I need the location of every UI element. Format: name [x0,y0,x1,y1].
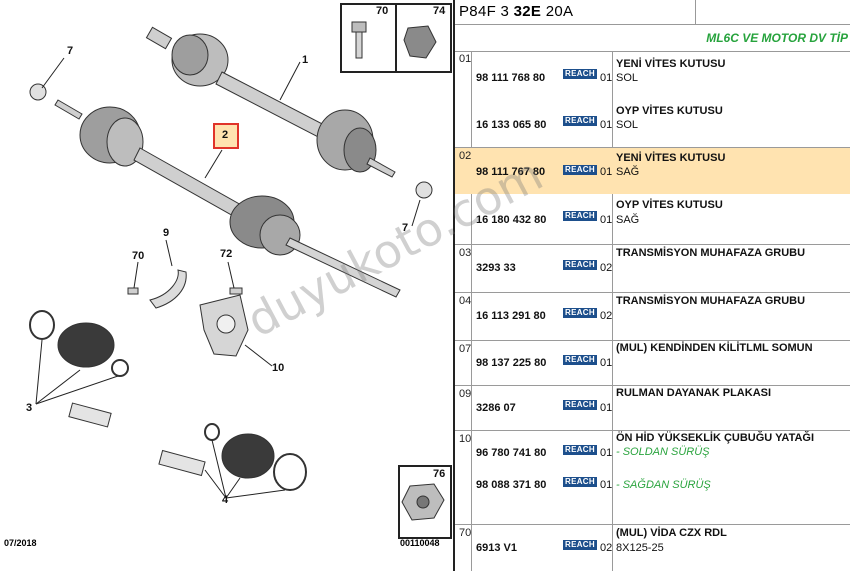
group-number: 04 [459,295,472,307]
reach-badge: REACH [563,477,597,487]
quantity: 01 [600,479,613,491]
label-3: 3 [26,402,33,414]
bolt-70 [127,287,139,295]
description-sub: SOL [616,72,639,84]
label-2: 2 [222,129,229,141]
quantity: 01 [600,214,613,226]
group-04[interactable]: 04 16 113 291 80 REACH 02 TRANSMİSYON MU… [455,293,850,341]
group-09[interactable]: 09 3286 07 REACH 01 RULMAN DAYANAK PLAKA… [455,386,850,431]
description-sub: SAĞ [616,166,640,178]
group-10[interactable]: 10 96 780 741 80 REACH 01 ÖN HİD YÜKSEKL… [455,431,850,525]
model-code: P84F 3 32E 20A [459,3,574,20]
group-02[interactable]: 02 98 111 767 80 REACH 01 YENİ VİTES KUT… [455,148,850,245]
quantity: 02 [600,310,613,322]
quantity: 02 [600,542,613,554]
description: ÖN HİD YÜKSEKLİK ÇUBUĞU YATAĞI [616,432,815,444]
diagram-date: 07/2018 [4,538,37,548]
description-sub: SOL [616,119,639,131]
quantity: 02 [600,262,613,274]
label-7-top: 7 [67,45,74,57]
label-76-box: 76 [433,468,446,480]
part-number[interactable]: 6913 V1 [476,542,517,554]
leader-lines [35,57,421,499]
description: (MUL) KENDİNDEN KİLİTLML SOMUN [616,342,813,354]
part-number[interactable]: 98 088 371 80 [476,479,547,491]
motor-filter: ML6C VE MOTOR DV TİP [455,24,850,52]
label-10: 10 [272,362,285,374]
part-number[interactable]: 98 137 225 80 [476,357,547,369]
boot-kit-3 [29,310,129,428]
bolt-72 [229,287,243,295]
reach-badge: REACH [563,445,597,455]
quantity: 01 [600,447,613,459]
part-number[interactable]: 16 113 291 80 [476,310,546,322]
reach-badge: REACH [563,69,597,79]
label-4: 4 [222,494,229,506]
description-sub: 8X125-25 [616,542,664,554]
part-number[interactable]: 16 133 065 80 [476,119,547,131]
label-1: 1 [302,54,309,66]
selected-row-highlight [455,148,850,194]
description: (MUL) VİDA CZX RDL [616,527,727,539]
parts-list-panel: P84F 3 32E 20A ML6C VE MOTOR DV TİP 01 9… [453,0,850,571]
part-number[interactable]: 3286 07 [476,402,516,414]
label-70-box: 70 [376,5,389,17]
diagram-drawing [29,3,452,539]
panel-header: P84F 3 32E 20A [455,0,850,25]
group-number: 70 [459,527,472,539]
drive-shaft-1 [145,26,433,199]
motor-label: ML6C VE MOTOR DV TİP [706,31,848,45]
highlight-box-2 [213,123,239,149]
description-sub: - SAĞDAN SÜRÜŞ [616,479,711,491]
description-sub: - SOLDAN SÜRÜŞ [616,446,710,458]
boot-kit-4 [158,423,307,491]
reach-badge: REACH [563,260,597,270]
group-number: 07 [459,343,472,355]
description: RULMAN DAYANAK PLAKASI [616,387,772,399]
label-72: 72 [220,248,233,260]
drive-shaft-2 [29,83,401,298]
description: OYP VİTES KUTUSU [616,199,723,211]
quantity: 01 [600,72,613,84]
label-7-right: 7 [402,222,409,234]
label-9: 9 [163,227,170,239]
diagram-ref: 00110048 [400,538,440,548]
group-03[interactable]: 03 3293 33 REACH 02 TRANSMİSYON MUHAFAZA… [455,245,850,293]
group-number: 10 [459,433,472,445]
quantity: 01 [600,166,613,178]
group-number: 02 [459,150,472,162]
description: TRANSMİSYON MUHAFAZA GRUBU [616,247,806,259]
group-number: 01 [459,53,472,65]
description: YENİ VİTES KUTUSU [616,58,726,70]
description: YENİ VİTES KUTUSU [616,152,726,164]
group-number: 09 [459,388,472,400]
reach-badge: REACH [563,308,597,318]
quantity: 01 [600,357,613,369]
reach-badge: REACH [563,211,597,221]
part-number[interactable]: 16 180 432 80 [476,214,547,226]
reach-badge: REACH [563,116,597,126]
group-number: 03 [459,247,472,259]
group-07[interactable]: 07 98 137 225 80 REACH 01 (MUL) KENDİNDE… [455,341,850,386]
parts-diagram: 7 1 2 7 9 70 72 10 3 4 70 74 76 07/2018 … [4,3,452,548]
bearing-10 [199,294,249,357]
label-70: 70 [132,250,145,262]
bracket-9 [149,269,187,309]
part-number[interactable]: 3293 33 [476,262,516,274]
quantity: 01 [600,119,613,131]
group-01[interactable]: 01 98 111 768 80 REACH 01 YENİ VİTES KUT… [455,51,850,148]
label-74-box: 74 [433,5,446,17]
part-number[interactable]: 98 111 767 80 [476,166,546,178]
reach-badge: REACH [563,355,597,365]
reach-badge: REACH [563,540,597,550]
part-number[interactable]: 96 780 741 80 [476,447,547,459]
reach-badge: REACH [563,165,597,175]
description: OYP VİTES KUTUSU [616,105,723,117]
description-sub: SAĞ [616,214,640,226]
part-number[interactable]: 98 111 768 80 [476,72,546,84]
group-70[interactable]: 70 6913 V1 REACH 02 (MUL) VİDA CZX RDL 8… [455,525,850,571]
reach-badge: REACH [563,400,597,410]
quantity: 01 [600,402,613,414]
description: TRANSMİSYON MUHAFAZA GRUBU [616,295,806,307]
